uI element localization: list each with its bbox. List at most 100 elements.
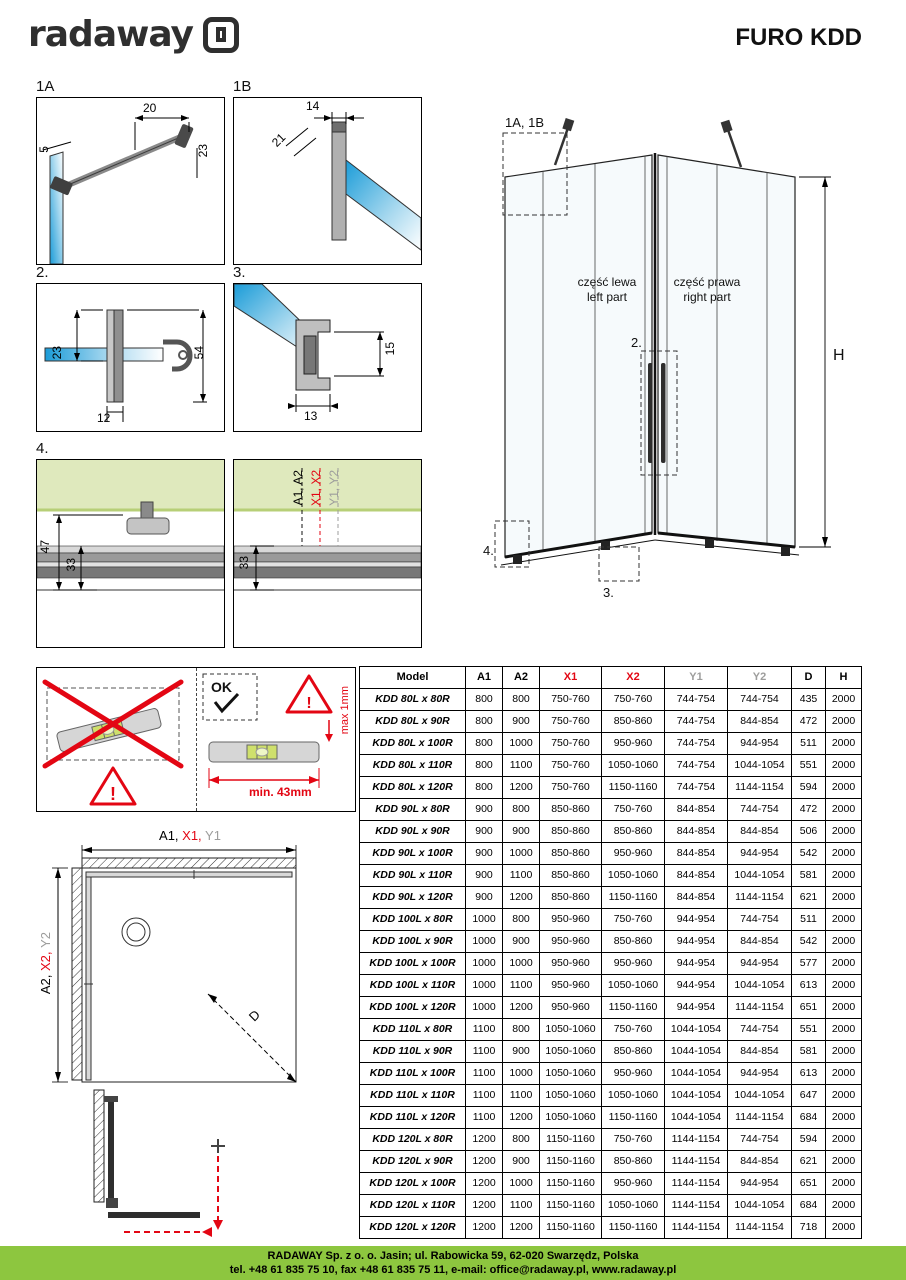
detail-4-right-drawing [234, 460, 421, 591]
value-cell: 944-954 [727, 952, 792, 975]
value-cell: 1050-1060 [539, 1040, 602, 1063]
wall-section [93, 1089, 105, 1203]
model-cell: KDD 90L x 100R [359, 842, 466, 865]
value-cell: 1100 [465, 1106, 503, 1129]
value-cell: 900 [502, 930, 540, 953]
value-cell: 1050-1060 [601, 864, 665, 887]
shower-tray-outline [81, 867, 297, 1083]
plan-a2-label: A2, [38, 971, 53, 995]
model-cell: KDD 120L x 90R [359, 1150, 466, 1173]
model-cell: KDD 120L x 100R [359, 1172, 466, 1195]
detail-1a-drawing [42, 115, 198, 264]
value-cell: 1044-1054 [727, 754, 792, 777]
slide-direction-arrows [124, 1156, 219, 1233]
value-cell: 1044-1054 [727, 974, 792, 997]
value-cell: 750-760 [601, 908, 665, 931]
value-cell: 800 [465, 754, 503, 777]
value-cell: 1050-1060 [539, 1084, 602, 1107]
value-cell: 1150-1160 [601, 996, 665, 1019]
value-cell: 1200 [465, 1150, 503, 1173]
value-cell: 1100 [502, 754, 540, 777]
model-cell: KDD 120L x 120R [359, 1216, 466, 1239]
door-travel-drawing [93, 1089, 225, 1237]
left-glass-panels [85, 876, 92, 1081]
assembly-drawing [494, 118, 831, 582]
right-part-en: right part [683, 290, 731, 304]
detail-reference-zones [494, 132, 678, 582]
correct-level-drawing: OK ! [202, 673, 333, 788]
value-cell: 1000 [465, 908, 503, 931]
value-cell: 1044-1054 [664, 1040, 728, 1063]
hook-clamp [163, 339, 193, 372]
value-cell: 844-854 [664, 798, 728, 821]
pivot-cross [211, 1139, 225, 1153]
dimension-lines [76, 309, 207, 422]
ok-label: OK [211, 679, 232, 695]
model-cell: KDD 100L x 100R [359, 952, 466, 975]
wall-bracket-pins [553, 118, 743, 168]
value-cell: 850-860 [601, 820, 665, 843]
value-cell: 1050-1060 [601, 1194, 665, 1217]
value-cell: 2000 [825, 710, 862, 733]
value-cell: 2000 [825, 908, 862, 931]
value-cell: 511 [791, 732, 826, 755]
value-cell: 551 [791, 1018, 826, 1041]
model-cell: KDD 110L x 100R [359, 1062, 466, 1085]
value-cell: 2000 [825, 1084, 862, 1107]
value-cell: 1100 [502, 974, 540, 997]
model-cell: KDD 80L x 90R [359, 710, 466, 733]
shower-tray [37, 460, 224, 510]
value-cell: 950-960 [601, 732, 665, 755]
product-title: FURO KDD [735, 24, 862, 51]
value-cell: 542 [791, 930, 826, 953]
column-header-y2: Y2 [727, 666, 792, 689]
value-cell: 1000 [465, 930, 503, 953]
checkmark-icon [213, 692, 240, 714]
model-cell: KDD 110L x 120R [359, 1106, 466, 1129]
value-cell: 1200 [502, 776, 540, 799]
footer-contact: tel. +48 61 835 75 10, fax +48 61 835 75… [229, 1264, 677, 1276]
wrong-install-example: ! [37, 668, 196, 811]
height-dimension [799, 176, 831, 548]
value-cell: 850-860 [539, 864, 602, 887]
model-cell: KDD 90L x 120R [359, 886, 466, 909]
value-cell: 1144-1154 [727, 1106, 792, 1129]
figure-1b-box: 14 21 [233, 97, 422, 265]
value-cell: 1100 [502, 864, 540, 887]
value-cell: 1150-1160 [539, 1216, 602, 1239]
value-cell: 900 [502, 1150, 540, 1173]
right-glass-panel [657, 154, 796, 548]
value-cell: 2000 [825, 820, 862, 843]
value-cell: 950-960 [539, 974, 602, 997]
value-cell: 844-854 [664, 864, 728, 887]
model-cell: KDD 80L x 110R [359, 754, 466, 777]
value-cell: 2000 [825, 1040, 862, 1063]
footer-bar: RADAWAY Sp. z o. o. Jasin; ul. Rabowicka… [0, 1246, 906, 1280]
value-cell: 844-854 [727, 930, 792, 953]
value-cell: 1200 [465, 1172, 503, 1195]
value-cell: 2000 [825, 1150, 862, 1173]
left-dimension [52, 867, 68, 1083]
value-cell: 2000 [825, 974, 862, 997]
value-cell: 684 [791, 1194, 826, 1217]
plan-y1-label: Y1 [205, 828, 221, 843]
model-cell: KDD 120L x 110R [359, 1194, 466, 1217]
figure-1a-label: 1A [36, 78, 55, 95]
value-cell: 1000 [502, 1062, 540, 1085]
value-cell: 1144-1154 [664, 1128, 728, 1151]
model-cell: KDD 100L x 80R [359, 908, 466, 931]
dim-23-label: 23 [196, 144, 210, 158]
value-cell: 850-860 [539, 798, 602, 821]
max-gap-label: max 1mm [339, 686, 351, 735]
value-cell: 800 [502, 908, 540, 931]
value-cell: 551 [791, 754, 826, 777]
value-cell: 1044-1054 [664, 1062, 728, 1085]
min-width-label: min. 43mm [249, 785, 312, 799]
